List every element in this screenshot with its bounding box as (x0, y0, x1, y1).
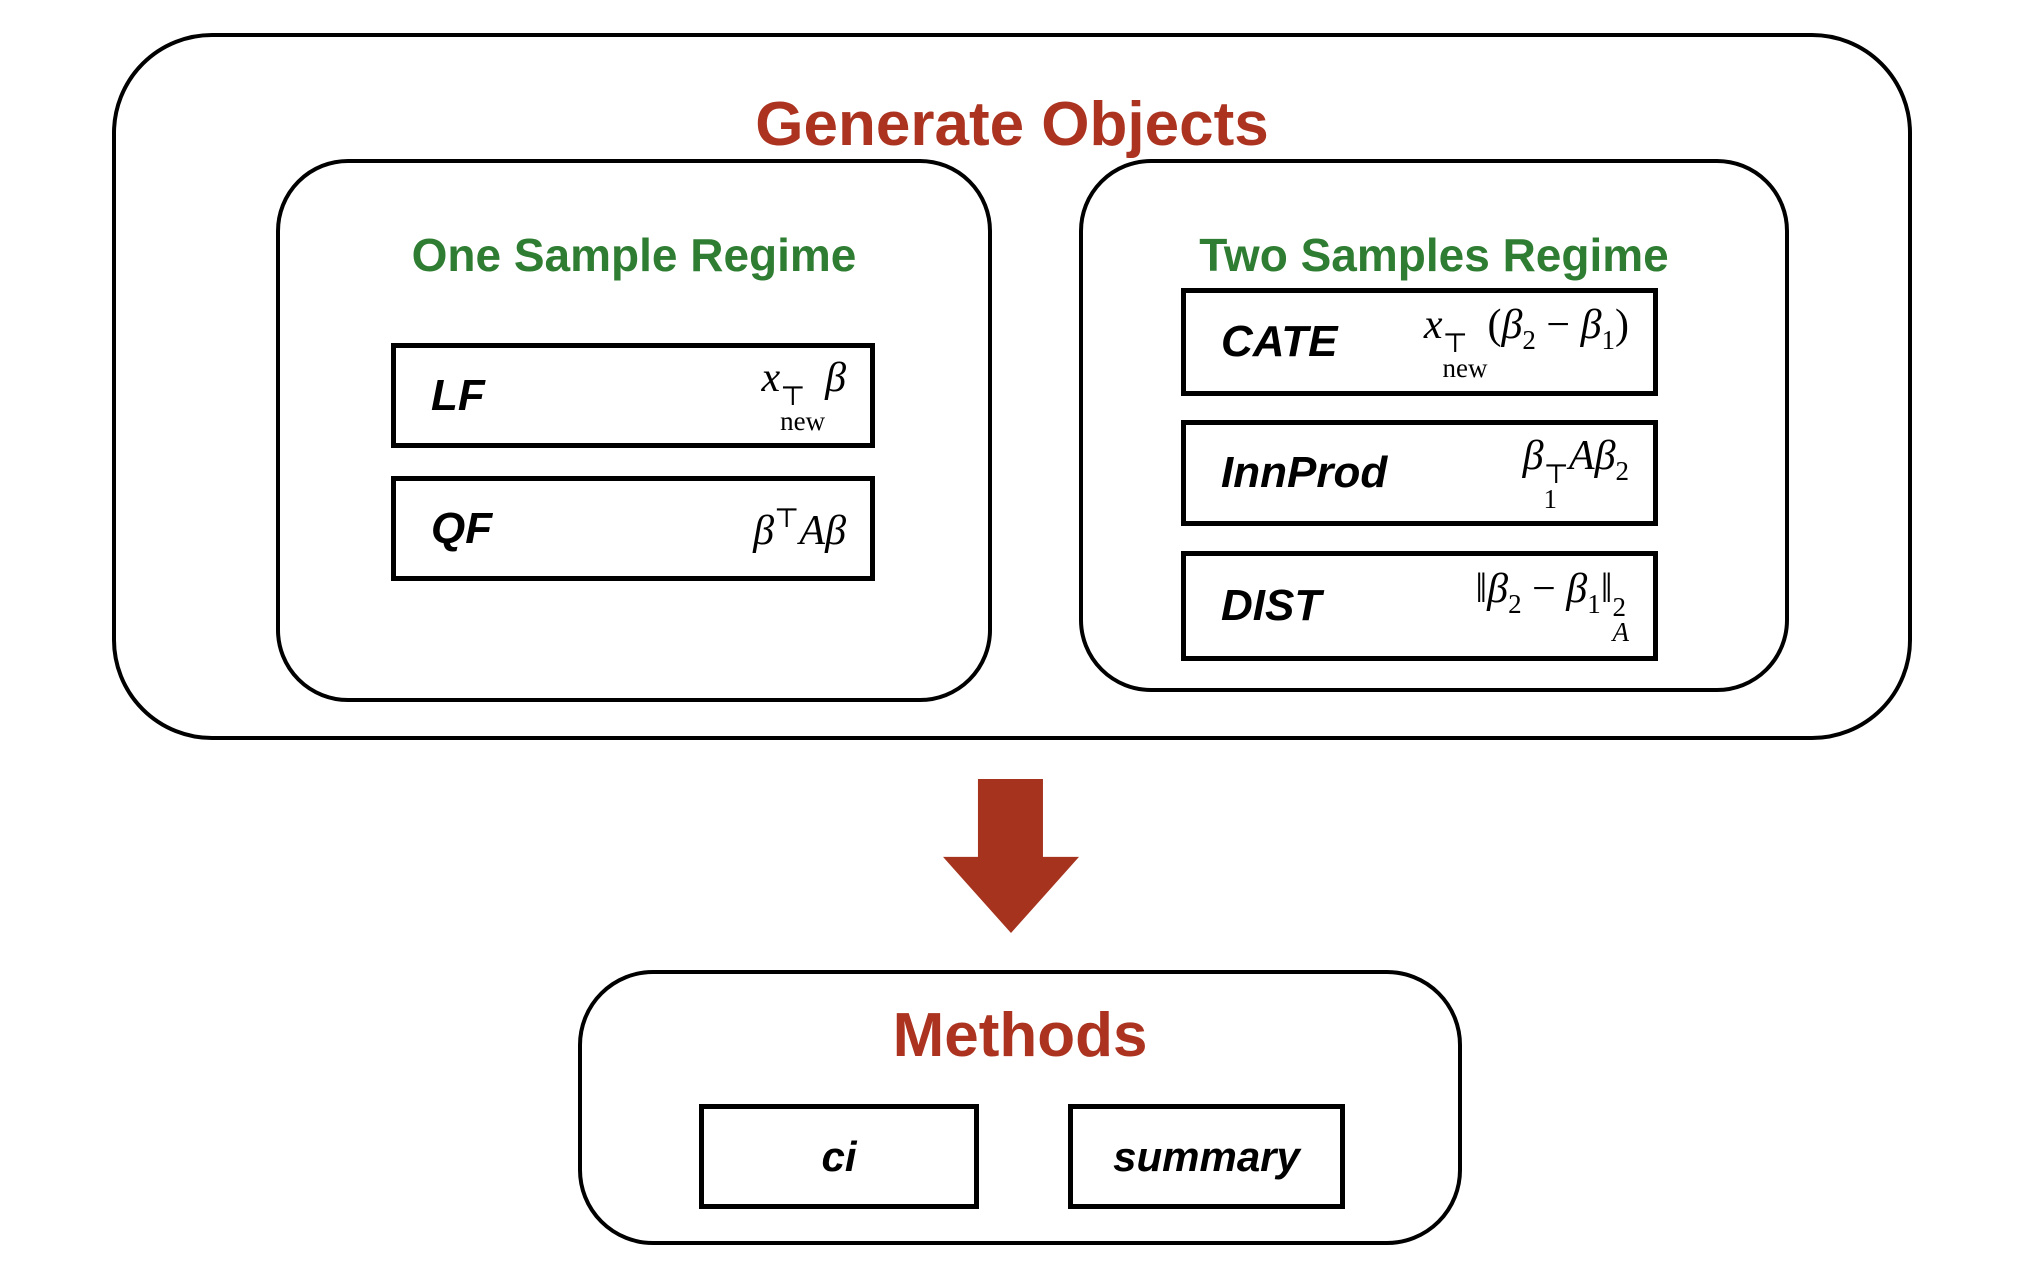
object-label-innprod: InnProd (1221, 448, 1388, 497)
object-formula-cate: x⊤new(β2 − β1) (1423, 301, 1629, 383)
methods-title: Methods (892, 1001, 1148, 1070)
one-sample-regime-title: One Sample Regime (411, 229, 857, 281)
object-box-qf: QF β⊤Aβ (391, 476, 875, 581)
object-label-cate: CATE (1221, 317, 1338, 366)
two-samples-regime-panel: Two Samples Regime CATE x⊤new(β2 − β1) I… (1079, 159, 1789, 692)
method-box-ci: ci (699, 1104, 979, 1209)
object-formula-qf: β⊤Aβ (753, 503, 846, 554)
method-label-summary: summary (1113, 1132, 1300, 1180)
object-label-lf: LF (431, 370, 485, 420)
object-label-qf: QF (431, 503, 493, 553)
object-label-dist: DIST (1221, 581, 1322, 630)
two-samples-regime-title: Two Samples Regime (1199, 229, 1669, 281)
down-arrow-icon (943, 779, 1079, 933)
method-box-summary: summary (1068, 1104, 1345, 1209)
method-label-ci: ci (821, 1132, 857, 1180)
object-box-cate: CATE x⊤new(β2 − β1) (1181, 288, 1658, 396)
generate-objects-panel: Generate Objects One Sample Regime LF x⊤… (112, 33, 1912, 740)
generate-objects-title: Generate Objects (755, 90, 1269, 159)
methods-panel: Methods ci summary (578, 970, 1462, 1245)
